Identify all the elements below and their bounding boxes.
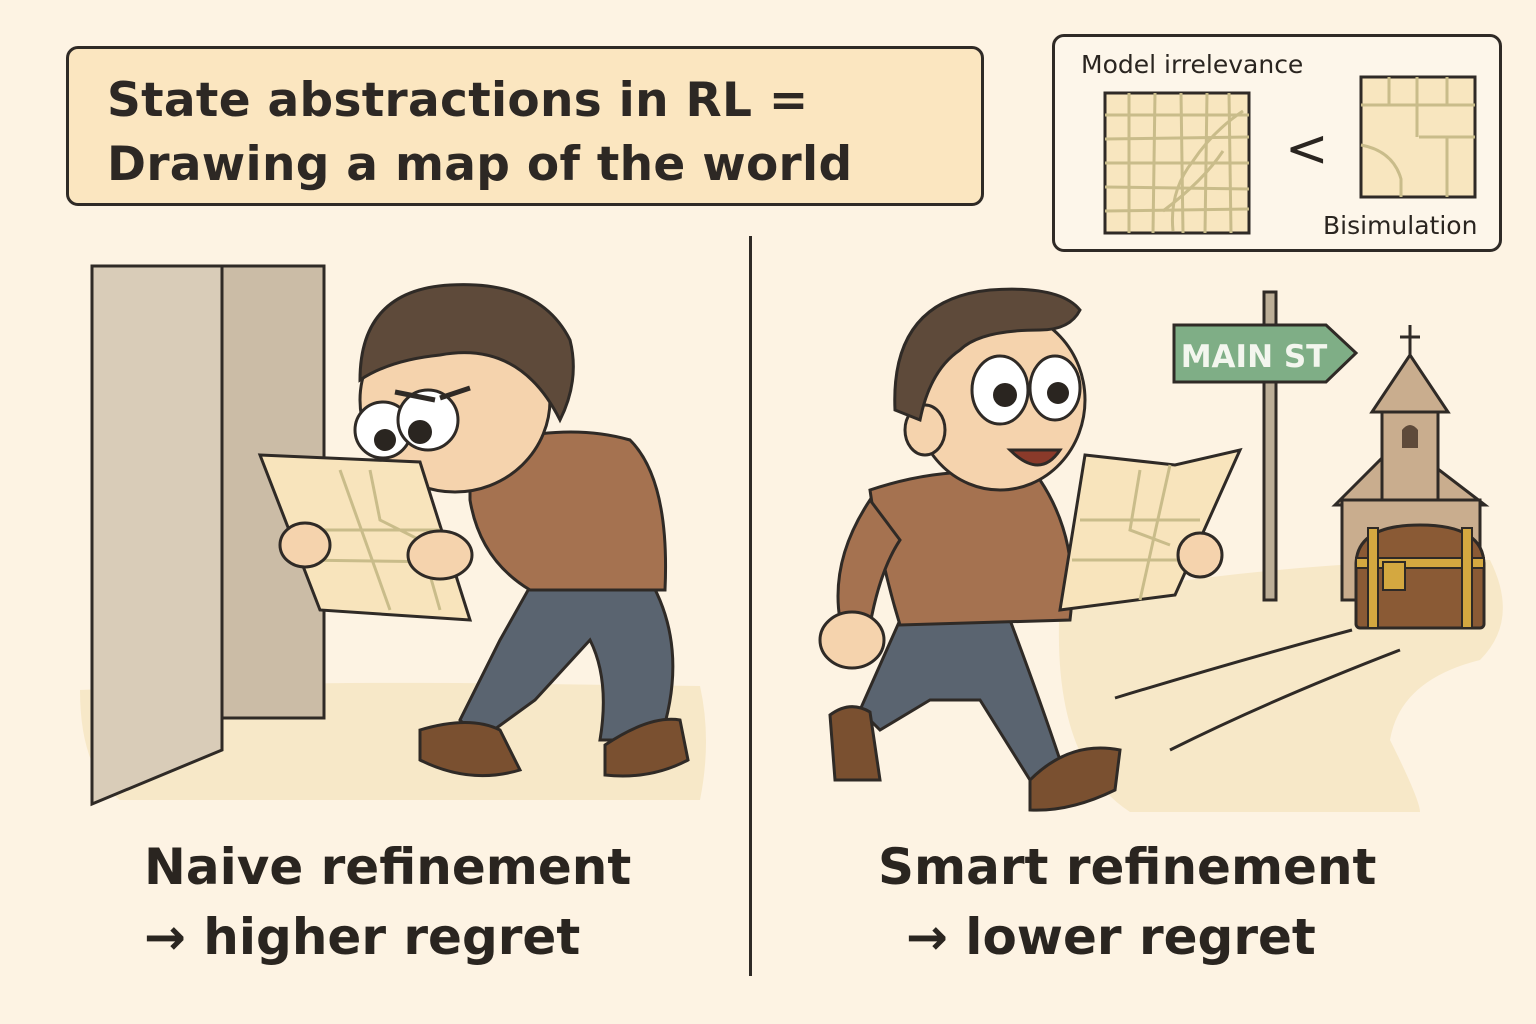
right-caption-line-1: Smart refinement	[878, 838, 1377, 896]
legend-box: Model irrelevance < Bisimulation	[1052, 34, 1502, 252]
right-jeans	[858, 618, 1062, 783]
title-banner: State abstractions in RL = Drawing a map…	[66, 46, 984, 206]
door-icon	[90, 264, 224, 807]
right-fist	[818, 610, 886, 670]
left-shoe-back	[418, 721, 523, 778]
fine-grid-map-icon	[1103, 91, 1251, 235]
coarse-grid-map-icon	[1359, 75, 1477, 199]
right-shoe-front	[1028, 746, 1122, 812]
left-shoe-front	[603, 717, 690, 778]
right-scene: MAIN ST	[818, 287, 1503, 812]
legend-comparator: <	[1285, 119, 1329, 179]
street-sign-text: MAIN ST	[1181, 339, 1328, 375]
right-shirt	[868, 470, 1074, 627]
left-hand-2	[406, 529, 474, 581]
legend-label-model-irrelevance: Model irrelevance	[1081, 50, 1304, 79]
title-line-1: State abstractions in RL =	[107, 73, 809, 128]
right-smile	[1006, 448, 1063, 467]
panel-divider	[749, 236, 752, 976]
treasure-chest-icon	[1354, 523, 1486, 630]
right-shoe-back	[828, 705, 882, 782]
left-jeans	[458, 558, 675, 742]
left-caption-line-1: Naive refinement	[144, 838, 632, 896]
title-line-2: Drawing a map of the world	[107, 137, 853, 192]
legend-label-bisimulation: Bisimulation	[1323, 211, 1478, 240]
right-caption: Smart refinement → lower regret	[878, 832, 1376, 972]
left-shirt	[468, 430, 668, 592]
left-hair	[358, 283, 575, 424]
left-caption: Naive refinement → higher regret	[144, 832, 631, 972]
right-map-icon	[1058, 447, 1243, 612]
right-caption-line-2: → lower regret	[906, 908, 1316, 966]
right-hair	[893, 287, 1082, 423]
left-hand-1	[278, 521, 332, 569]
left-scene	[80, 264, 706, 807]
right-hand	[1176, 531, 1224, 579]
street-sign-icon	[1172, 323, 1359, 384]
left-caption-line-2: → higher regret	[144, 908, 581, 966]
